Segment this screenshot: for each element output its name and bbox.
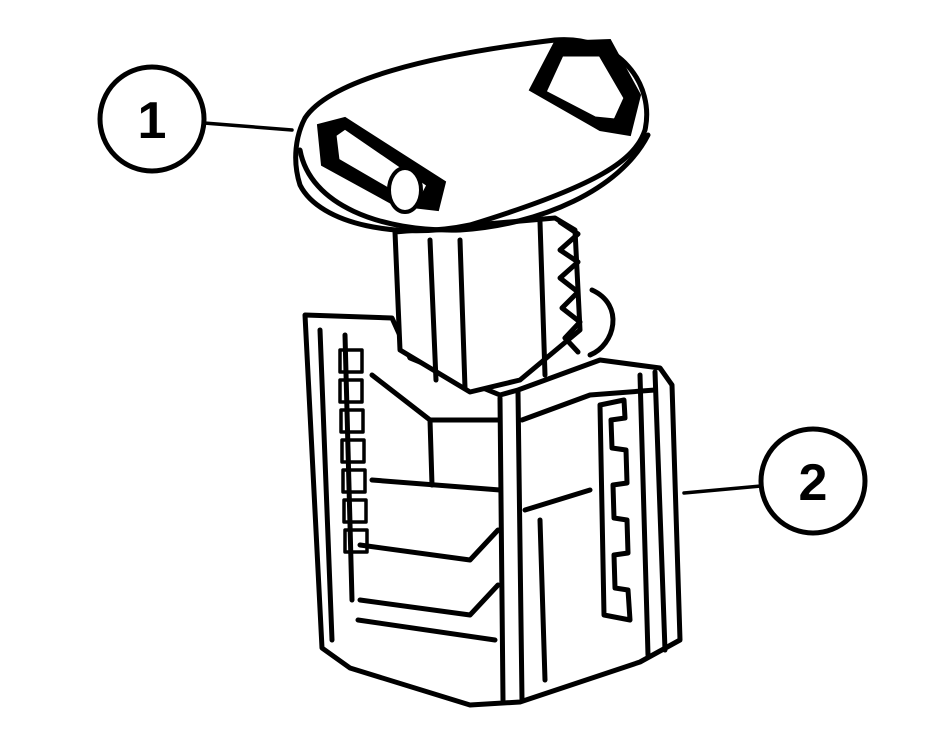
shaft-line-1 [427, 237, 439, 383]
screw-shaft [392, 215, 616, 395]
right-face-mid [522, 487, 593, 513]
left-face-bottom [355, 617, 498, 643]
callout-2: 2 [682, 426, 868, 536]
shaft-line-2 [457, 237, 468, 391]
cap-part [293, 37, 651, 234]
callout-2-label: 2 [799, 454, 828, 512]
cap-left-knob [387, 166, 423, 214]
right-face-top [519, 387, 658, 423]
right-rail [652, 369, 668, 653]
shaft-collar [587, 287, 616, 358]
shaft-line-3 [537, 219, 548, 378]
callout-1-circle [97, 64, 207, 174]
right-rail-inner [637, 372, 651, 658]
left-face-mid [369, 477, 503, 493]
cap-rim [297, 132, 651, 233]
left-face-step [357, 527, 501, 563]
right-face-inner [537, 517, 548, 683]
callout-1-leader [202, 121, 294, 132]
housing-left-rail [317, 327, 335, 643]
callout-2-leader [682, 484, 763, 495]
callout-2-circle [758, 426, 868, 536]
cap-right-slot-highlight [543, 53, 627, 122]
housing-part [302, 312, 683, 708]
housing-center-seam-2 [515, 389, 525, 703]
left-face-divider [427, 417, 435, 488]
right-comb [597, 397, 633, 623]
shaft-thread [557, 219, 583, 355]
callout-1-label: 1 [138, 92, 167, 150]
callout-1: 1 [97, 64, 294, 174]
housing-center-seam [497, 395, 506, 703]
left-face-step-2 [357, 582, 501, 618]
shaft-body [392, 215, 583, 395]
left-comb [338, 348, 369, 554]
